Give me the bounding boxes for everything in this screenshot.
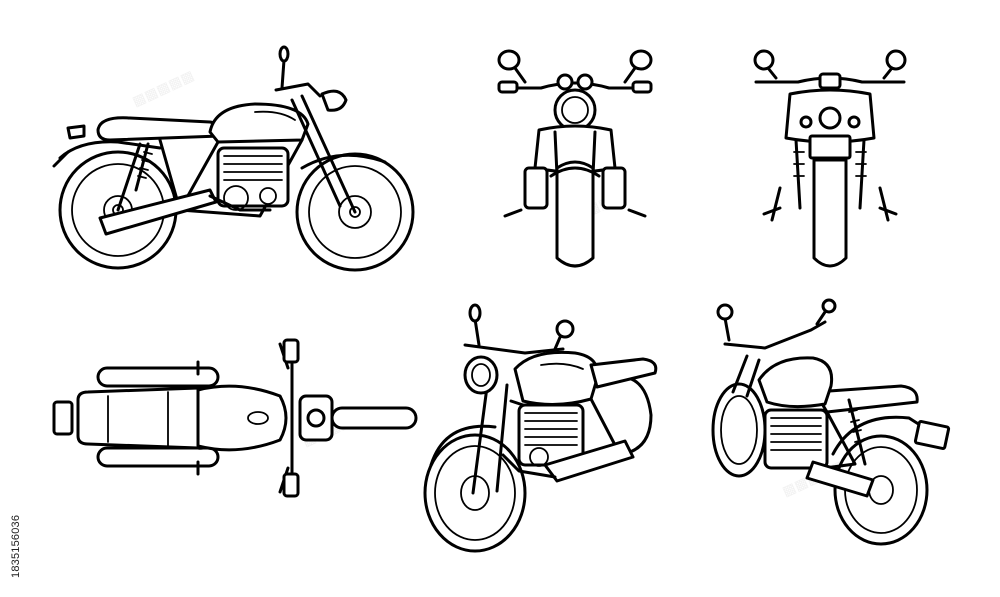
motorcycle-front-view xyxy=(495,48,655,273)
motorcycle-top-view xyxy=(48,338,420,500)
motorcycle-front-three-quarter-view xyxy=(415,303,665,555)
stock-id-label: 1835156036 xyxy=(10,514,22,578)
motorcycle-rear-view xyxy=(750,48,910,273)
motorcycle-rear-three-quarter-view xyxy=(705,298,955,550)
motorcycle-side-view xyxy=(40,40,430,272)
